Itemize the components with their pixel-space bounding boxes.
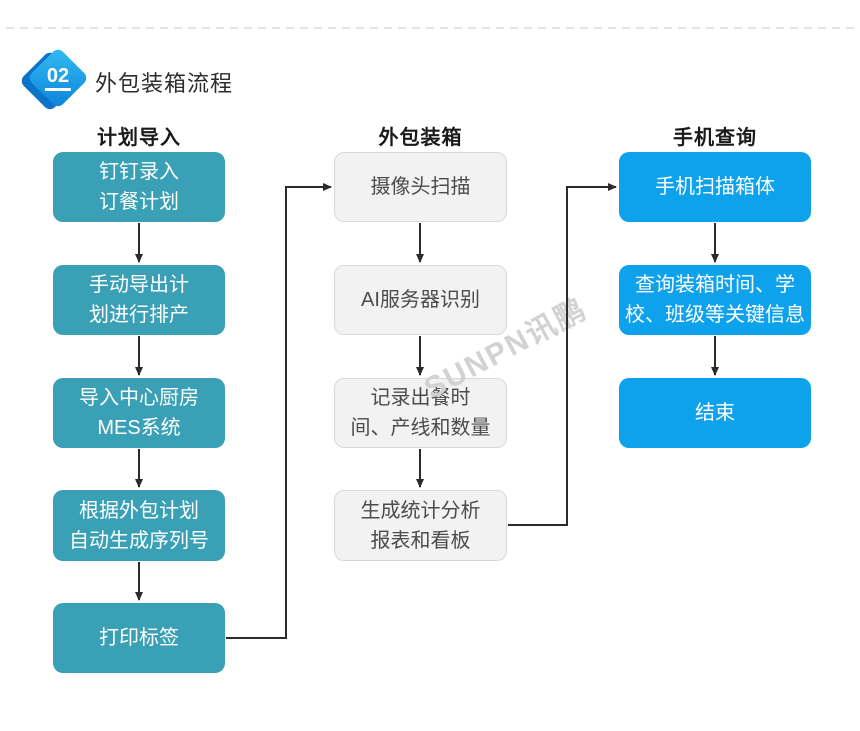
column-header-outer-packing: 外包装箱 bbox=[378, 127, 463, 149]
step-serial-generate: 根据外包计划 自动生成序列号 bbox=[53, 490, 225, 561]
step-manual-export: 手动导出计 划进行排产 bbox=[53, 265, 225, 335]
column-header-plan-import: 计划导入 bbox=[97, 127, 181, 149]
step-report-generate: 生成统计分析 报表和看板 bbox=[334, 490, 507, 561]
step-query-info: 查询装箱时间、学 校、班级等关键信息 bbox=[619, 265, 811, 335]
column-header-phone-query: 手机查询 bbox=[673, 127, 757, 149]
step-dingtalk-entry: 钉钉录入 订餐计划 bbox=[53, 152, 225, 222]
step-print-label: 打印标签 bbox=[53, 603, 225, 673]
section-title: 外包装箱流程 bbox=[95, 71, 234, 96]
section-number: 02 bbox=[44, 65, 72, 91]
step-phone-scan-box: 手机扫描箱体 bbox=[619, 152, 811, 222]
step-mes-import: 导入中心厨房 MES系统 bbox=[53, 378, 225, 448]
top-dashed-divider bbox=[6, 27, 854, 29]
step-camera-scan: 摄像头扫描 bbox=[334, 152, 507, 222]
step-record-meal: 记录出餐时 间、产线和数量 bbox=[334, 378, 507, 448]
step-ai-recognition: AI服务器识别 bbox=[334, 265, 507, 335]
step-end: 结束 bbox=[619, 378, 811, 448]
connector-print-to-camera bbox=[226, 183, 332, 639]
